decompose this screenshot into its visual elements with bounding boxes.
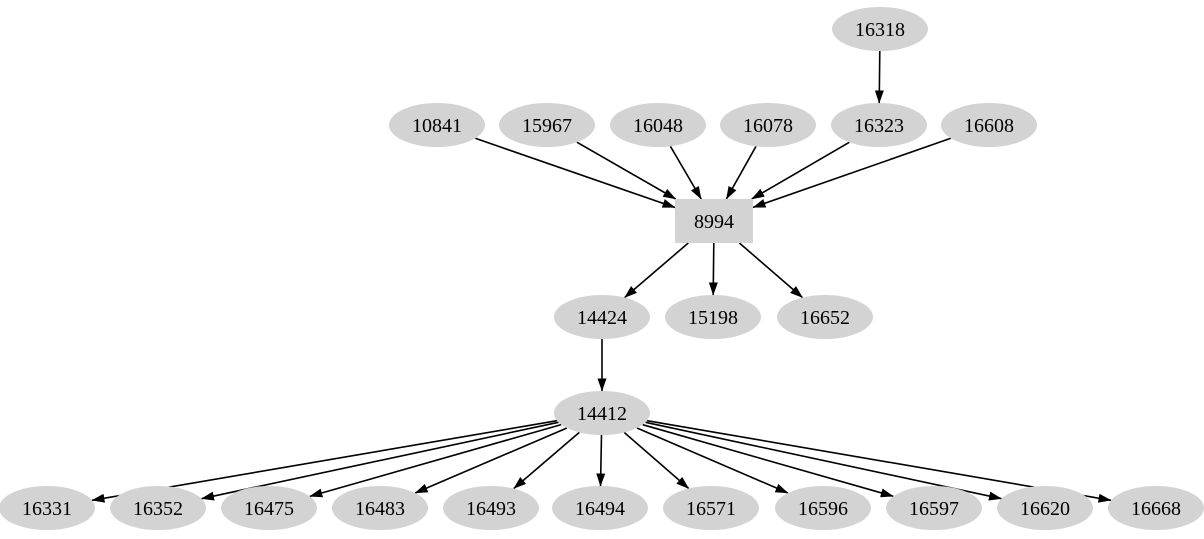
graph-node-16483: 16483: [332, 486, 428, 530]
node-label: 16652: [800, 307, 850, 329]
node-label: 16597: [909, 498, 959, 520]
node-ellipse-shape: [886, 486, 982, 530]
graph-node-16493: 16493: [443, 486, 539, 530]
graph-node-15198: 15198: [665, 295, 761, 339]
edge-14412-16596: [636, 427, 789, 494]
edge-8994-14424: [624, 242, 689, 299]
graph-node-16608: 16608: [941, 103, 1037, 147]
node-ellipse-shape: [997, 486, 1093, 530]
node-label: 10841: [412, 115, 462, 137]
node-ellipse-shape: [720, 103, 816, 147]
node-label: 16493: [466, 498, 516, 520]
edge-16323-8994: [751, 141, 850, 200]
node-label: 16323: [854, 115, 904, 137]
graph-node-16323: 16323: [831, 103, 927, 147]
graph-node-16048: 16048: [610, 103, 706, 147]
node-label: 16475: [244, 498, 294, 520]
node-ellipse-shape: [832, 7, 928, 51]
node-ellipse-shape: [443, 486, 539, 530]
edge-15967-8994: [576, 141, 677, 200]
node-label: 16483: [355, 498, 405, 520]
node-label: 8994: [694, 211, 734, 233]
graph-node-16668: 16668: [1108, 486, 1204, 530]
node-ellipse-shape: [941, 103, 1037, 147]
node-ellipse-shape: [1108, 486, 1204, 530]
edge-14412-16352: [201, 421, 559, 501]
edge-14412-16620: [645, 421, 1002, 501]
node-box-shape: [675, 199, 753, 243]
node-ellipse-shape: [389, 103, 485, 147]
graph-node-8994: 8994: [675, 199, 753, 243]
graph-node-16596: 16596: [775, 486, 871, 530]
edge-8994-15198: [708, 242, 718, 296]
node-label: 16596: [798, 498, 848, 520]
edge-14412-16475: [309, 423, 562, 498]
node-layer: 16318 10841 15967 16048 16078 16323 16608 8994 1…: [0, 7, 1204, 530]
node-label: 15967: [522, 115, 572, 137]
node-label: 16608: [964, 115, 1014, 137]
node-ellipse-shape: [775, 486, 871, 530]
node-label: 16331: [22, 498, 72, 520]
node-ellipse-shape: [332, 486, 428, 530]
edge-16078-8994: [725, 145, 757, 200]
node-ellipse-shape: [777, 295, 873, 339]
node-ellipse-shape: [554, 295, 650, 339]
graph-node-16494: 16494: [552, 486, 648, 530]
node-ellipse-shape: [0, 486, 95, 530]
graph-node-14412: 14412: [554, 391, 650, 435]
node-label: 16668: [1131, 498, 1181, 520]
node-ellipse-shape: [831, 103, 927, 147]
node-ellipse-shape: [552, 486, 648, 530]
node-label: 16352: [133, 498, 183, 520]
graph-node-14424: 14424: [554, 295, 650, 339]
edge-16318-16323: [874, 50, 884, 104]
graph-node-16652: 16652: [777, 295, 873, 339]
edge-16048-8994: [669, 145, 702, 200]
edge-14412-16494: [596, 434, 606, 487]
graph-node-16475: 16475: [221, 486, 317, 530]
node-label: 16318: [855, 19, 905, 41]
node-ellipse-shape: [610, 103, 706, 147]
edge-14412-16571: [623, 431, 690, 490]
graph-node-16078: 16078: [720, 103, 816, 147]
node-label: 16494: [575, 498, 625, 520]
graph-node-15967: 15967: [499, 103, 595, 147]
node-label: 14412: [577, 403, 627, 425]
edge-14412-16493: [513, 431, 580, 490]
node-ellipse-shape: [663, 486, 759, 530]
node-label: 16048: [633, 115, 683, 137]
node-label: 16078: [743, 115, 793, 137]
node-ellipse-shape: [665, 295, 761, 339]
edge-10841-8994: [475, 137, 676, 209]
node-label: 16620: [1020, 498, 1070, 520]
edge-8994-16652: [738, 242, 804, 299]
edge-16608-8994: [752, 137, 952, 209]
graph-node-16331: 16331: [0, 486, 95, 530]
graph-node-16571: 16571: [663, 486, 759, 530]
graph-node-16597: 16597: [886, 486, 982, 530]
node-label: 15198: [688, 307, 738, 329]
edge-14412-16597: [642, 423, 894, 498]
graph-node-10841: 10841: [389, 103, 485, 147]
graph-node-16318: 16318: [832, 7, 928, 51]
edge-14412-16483: [414, 427, 568, 494]
node-ellipse-shape: [221, 486, 317, 530]
node-ellipse-shape: [554, 391, 650, 435]
node-ellipse-shape: [499, 103, 595, 147]
node-ellipse-shape: [110, 486, 206, 530]
node-label: 16571: [686, 498, 736, 520]
graph-node-16352: 16352: [110, 486, 206, 530]
node-label: 14424: [577, 307, 627, 329]
graph-node-16620: 16620: [997, 486, 1093, 530]
